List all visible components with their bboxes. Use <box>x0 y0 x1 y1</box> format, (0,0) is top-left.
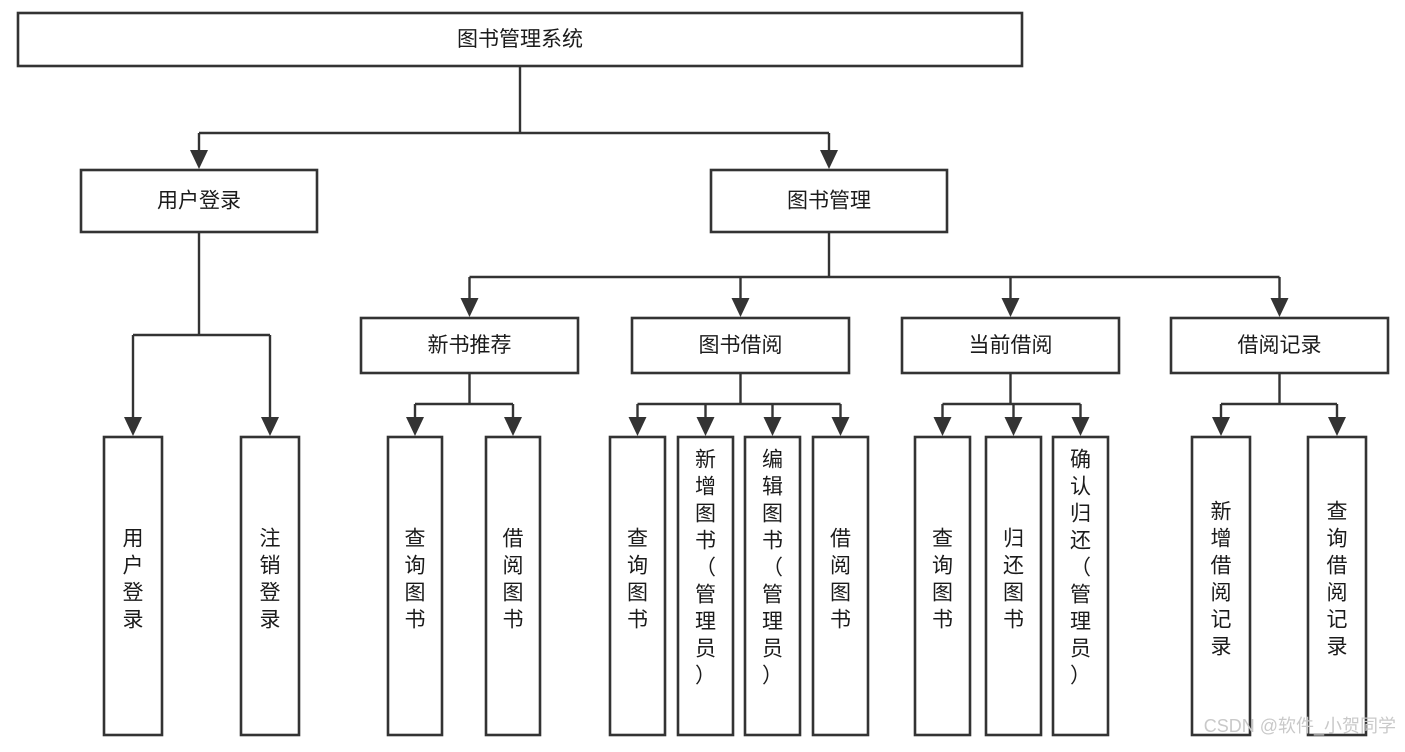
node-box-leaf-borrow-book-1[interactable] <box>484 435 542 737</box>
node-label-current-borrow: 当前借阅 <box>969 334 1053 357</box>
node-label-leaf-query-record: 查询借阅记录 <box>1327 501 1348 659</box>
node-new-book-rec[interactable]: 新书推荐 <box>359 316 580 375</box>
node-user-login[interactable]: 用户登录 <box>79 168 319 234</box>
node-label-leaf-query-book-1: 查询图书 <box>405 528 426 632</box>
node-label-leaf-query-book-3: 查询图书 <box>932 528 953 632</box>
arrow-head-icon <box>406 417 424 436</box>
arrow-head-icon <box>1328 417 1346 436</box>
node-box-leaf-user-logout[interactable] <box>239 435 301 737</box>
node-box-leaf-add-book[interactable] <box>676 435 735 737</box>
node-label-leaf-user-logout: 注销登录 <box>260 528 281 632</box>
node-leaf-borrow-book-1[interactable]: 借阅图书 <box>484 435 542 737</box>
node-leaf-query-book-1[interactable]: 查询图书 <box>386 435 444 737</box>
arrow-head-icon <box>696 417 715 436</box>
arrow-head-icon <box>628 417 647 436</box>
node-book-borrow[interactable]: 图书借阅 <box>630 316 851 375</box>
node-box-leaf-add-record[interactable] <box>1190 435 1252 737</box>
arrow-head-icon <box>504 417 522 436</box>
node-box-current-borrow[interactable] <box>900 316 1121 375</box>
node-box-leaf-borrow-book-2[interactable] <box>811 435 870 737</box>
node-leaf-query-book-2[interactable]: 查询图书 <box>608 435 667 737</box>
node-label-leaf-add-record: 新增借阅记录 <box>1211 501 1232 659</box>
node-label-leaf-confirm-return: 确认归还（管理员） <box>1070 449 1091 688</box>
node-box-leaf-query-book-3[interactable] <box>913 435 972 737</box>
node-box-leaf-query-book-1[interactable] <box>386 435 444 737</box>
node-label-new-book-rec: 新书推荐 <box>428 334 512 357</box>
node-leaf-borrow-book-2[interactable]: 借阅图书 <box>811 435 870 737</box>
node-layer: 图书管理系统用户登录图书管理新书推荐图书借阅当前借阅借阅记录用户登录注销登录查询… <box>16 11 1390 737</box>
edge-group-borrow-record <box>1212 373 1346 436</box>
arrow-head-icon <box>820 150 838 169</box>
node-label-leaf-borrow-book-1: 借阅图书 <box>503 528 524 632</box>
node-box-book-manage[interactable] <box>709 168 949 234</box>
arrow-head-icon <box>1071 417 1090 436</box>
arrow-head-icon <box>1212 417 1230 436</box>
edge-group-new-book-rec <box>406 373 522 436</box>
node-box-borrow-record[interactable] <box>1169 316 1390 375</box>
node-root[interactable]: 图书管理系统 <box>16 11 1024 68</box>
node-box-user-login[interactable] <box>79 168 319 234</box>
edge-group-user-login <box>124 232 279 436</box>
arrow-head-icon <box>1004 417 1023 436</box>
node-box-leaf-query-record[interactable] <box>1306 435 1368 737</box>
node-label-leaf-query-book-2: 查询图书 <box>627 528 648 632</box>
node-leaf-confirm-return[interactable]: 确认归还（管理员） <box>1051 435 1110 737</box>
node-label-book-borrow: 图书借阅 <box>699 334 783 357</box>
node-leaf-return-book[interactable]: 归还图书 <box>984 435 1043 737</box>
arrow-head-icon <box>124 417 142 436</box>
node-label-leaf-edit-book: 编辑图书（管理员） <box>762 449 783 688</box>
arrow-head-icon <box>1001 298 1020 317</box>
node-box-leaf-query-book-2[interactable] <box>608 435 667 737</box>
node-leaf-query-book-3[interactable]: 查询图书 <box>913 435 972 737</box>
edge-group-root <box>190 66 838 169</box>
edge-layer <box>124 66 1346 436</box>
node-box-leaf-user-login[interactable] <box>102 435 164 737</box>
arrow-head-icon <box>831 417 850 436</box>
edge-group-current-borrow <box>933 373 1090 436</box>
arrow-head-icon <box>190 150 208 169</box>
csdn-watermark: CSDN @软件_小贺同学 <box>1204 716 1396 737</box>
node-box-book-borrow[interactable] <box>630 316 851 375</box>
arrow-head-icon <box>1270 298 1289 317</box>
arrow-head-icon <box>763 417 782 436</box>
node-label-leaf-add-book: 新增图书（管理员） <box>695 449 716 688</box>
node-leaf-add-record[interactable]: 新增借阅记录 <box>1190 435 1252 737</box>
arrow-head-icon <box>933 417 952 436</box>
edge-group-book-manage <box>460 232 1289 317</box>
node-label-user-login: 用户登录 <box>157 190 241 213</box>
node-leaf-query-record[interactable]: 查询借阅记录 <box>1306 435 1368 737</box>
node-label-leaf-user-login: 用户登录 <box>123 528 144 632</box>
node-borrow-record[interactable]: 借阅记录 <box>1169 316 1390 375</box>
node-label-borrow-record: 借阅记录 <box>1238 334 1322 357</box>
node-label-leaf-borrow-book-2: 借阅图书 <box>830 528 851 632</box>
node-label-root: 图书管理系统 <box>457 28 583 51</box>
node-box-leaf-edit-book[interactable] <box>743 435 802 737</box>
node-current-borrow[interactable]: 当前借阅 <box>900 316 1121 375</box>
arrow-head-icon <box>731 298 750 317</box>
edge-group-book-borrow <box>628 373 850 436</box>
node-label-leaf-return-book: 归还图书 <box>1003 528 1024 632</box>
node-leaf-edit-book[interactable]: 编辑图书（管理员） <box>743 435 802 737</box>
node-label-book-manage: 图书管理 <box>787 190 871 213</box>
node-leaf-user-login[interactable]: 用户登录 <box>102 435 164 737</box>
node-leaf-add-book[interactable]: 新增图书（管理员） <box>676 435 735 737</box>
node-box-leaf-confirm-return[interactable] <box>1051 435 1110 737</box>
node-leaf-user-logout[interactable]: 注销登录 <box>239 435 301 737</box>
node-box-root[interactable] <box>16 11 1024 68</box>
arrow-head-icon <box>261 417 279 436</box>
node-book-manage[interactable]: 图书管理 <box>709 168 949 234</box>
arrow-head-icon <box>460 298 479 317</box>
node-box-new-book-rec[interactable] <box>359 316 580 375</box>
node-box-leaf-return-book[interactable] <box>984 435 1043 737</box>
